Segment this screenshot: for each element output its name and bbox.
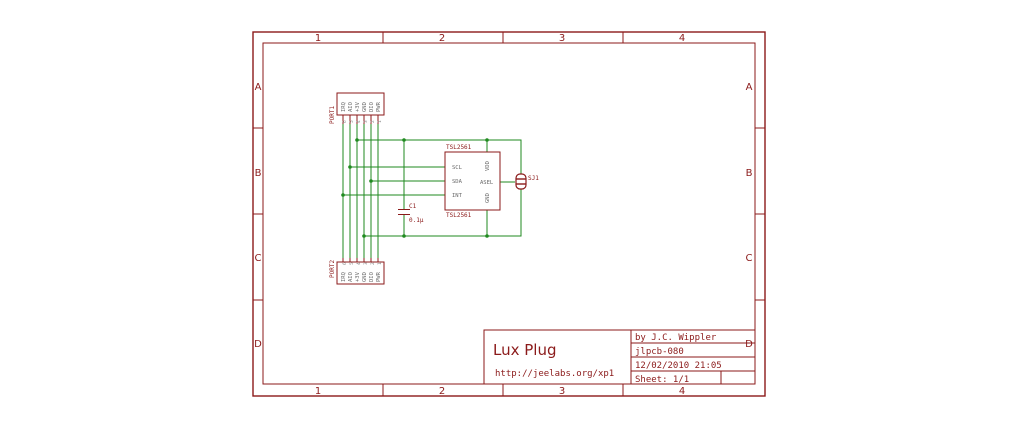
port2-pin-number: 6 <box>342 262 348 265</box>
ic-pin-gnd: GND <box>485 193 491 203</box>
row-dividers <box>253 127 765 301</box>
jumper-name: SJ1 <box>528 175 539 182</box>
title-block-title: Lux Plug <box>493 341 557 359</box>
tsl2561-ic: TSL2561 TSL2561 SCL SDA INT VDD ASEL GND <box>444 144 501 219</box>
port1-pin-label: PWR <box>376 101 382 112</box>
ic-name-bottom: TSL2561 <box>446 212 472 219</box>
zone-row-d-left: D <box>254 339 262 350</box>
port2-pin-number: 4 <box>356 262 362 265</box>
zone-row-c-left: C <box>255 253 262 264</box>
port2-pin-label: GND <box>362 272 368 282</box>
capacitor-name: C1 <box>409 203 417 210</box>
zone-col-1-top: 1 <box>315 33 321 44</box>
capacitor-value: 0.1µ <box>409 217 424 224</box>
port1-connector: PORT1 IRQ AIO +3V GND DIO PWR 6 5 4 3 2 … <box>329 92 385 124</box>
port1-pin-label: AIO <box>348 102 354 112</box>
title-block-url: http://jeelabs.org/xp1 <box>495 369 614 379</box>
zone-row-a-right: A <box>746 82 753 93</box>
port1-label: PORT1 <box>329 106 336 124</box>
ic-name-top: TSL2561 <box>446 144 472 151</box>
ic-pin-sda: SDA <box>452 179 463 185</box>
port2-pin-label: IRQ <box>341 272 347 282</box>
port1-pin-label: GND <box>362 102 368 112</box>
ic-pin-asel: ASEL <box>480 180 494 186</box>
port1-pin-label: +3V <box>355 101 361 112</box>
title-block-board: jlpcb-080 <box>635 347 684 357</box>
net-wires <box>342 124 522 258</box>
port2-pin-label: +3V <box>355 271 361 282</box>
zone-col-4-top: 4 <box>679 33 685 44</box>
zone-col-2-top: 2 <box>439 33 445 44</box>
port1-pin-number: 4 <box>356 120 362 123</box>
zone-row-d-right: D <box>745 339 753 350</box>
port2-pin-number: 2 <box>370 262 376 265</box>
port1-pin-label: IRQ <box>341 102 347 112</box>
port2-pin-number: 5 <box>349 262 355 265</box>
zone-row-c-right: C <box>746 253 753 264</box>
zone-col-1-bottom: 1 <box>315 386 321 397</box>
port2-pin-label: AIO <box>348 272 354 282</box>
zone-row-b-right: B <box>746 168 753 179</box>
zone-col-2-bottom: 2 <box>439 386 445 397</box>
port1-pin-label: DIO <box>369 102 375 112</box>
zone-col-3-bottom: 3 <box>559 386 565 397</box>
port2-pin-label: DIO <box>369 272 375 282</box>
port1-pin-number: 1 <box>377 120 383 123</box>
capacitor-c1: C1 0.1µ <box>398 203 424 224</box>
column-dividers <box>382 32 624 396</box>
port2-label: PORT2 <box>329 260 336 278</box>
zone-col-4-bottom: 4 <box>679 386 685 397</box>
title-block-date: 12/02/2010 21:05 <box>635 361 722 371</box>
ic-pin-int: INT <box>452 193 463 199</box>
port2-connector: PORT2 6 5 4 3 2 1 IRQ AIO +3V GND DIO PW… <box>329 258 385 285</box>
port2-pin-number: 1 <box>377 262 383 265</box>
zone-row-a-left: A <box>255 82 262 93</box>
zone-row-b-left: B <box>255 168 262 179</box>
port1-pin-number: 3 <box>363 120 369 123</box>
port2-pin-label: PWR <box>376 271 382 282</box>
junction-dots <box>341 138 489 238</box>
port1-pin-number: 2 <box>370 120 376 123</box>
zone-col-3-top: 3 <box>559 33 565 44</box>
title-block-sheet: Sheet: 1/1 <box>635 375 689 385</box>
title-block: Lux Plug http://jeelabs.org/xp1 by J.C. … <box>483 329 756 385</box>
ic-pin-vdd: VDD <box>485 161 491 171</box>
port1-pin-number: 6 <box>342 120 348 123</box>
port2-pin-number: 3 <box>363 262 369 265</box>
ic-pin-scl: SCL <box>452 165 463 171</box>
title-block-author: by J.C. Wippler <box>635 333 717 343</box>
port1-pin-number: 5 <box>349 120 355 123</box>
solder-jumper-sj1: SJ1 <box>515 173 539 190</box>
